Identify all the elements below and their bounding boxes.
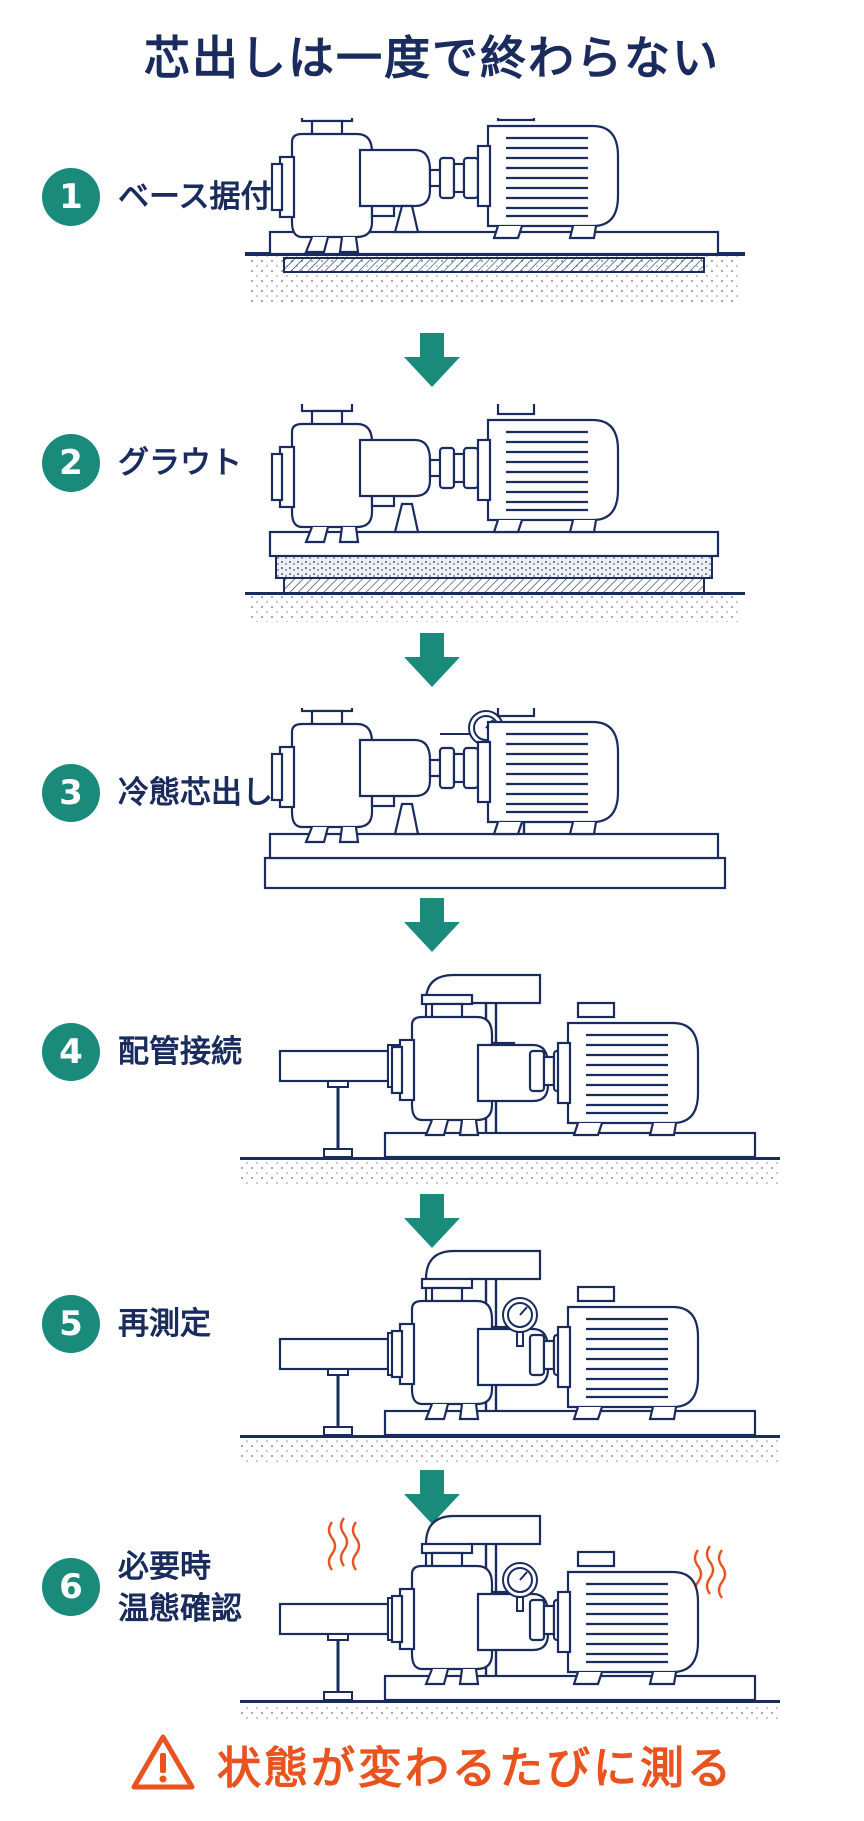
page-title: 芯出しは一度で終わらない [144,31,720,85]
step-number-badge: 3 [42,764,100,822]
step-number-badge: 5 [42,1295,100,1353]
step-number-badge: 4 [42,1023,100,1081]
pump-motor-illustration [240,973,780,1185]
down-arrow-icon [404,1194,460,1252]
step-number-badge: 2 [42,434,100,492]
step-label: ベース据付 [118,179,272,215]
step-number-badge: 1 [42,168,100,226]
step-label: 再測定 [118,1306,211,1342]
step-5: 5 再測定 [0,1243,864,1468]
pump-motor-illustration [240,1249,780,1463]
step-1: 1 ベース据付 [0,118,864,308]
step-2: 2 グラウト [0,404,864,624]
step-6: 6 必要時 温態確認 [0,1500,864,1725]
step-label: 冷態芯出し [118,775,273,811]
warning-icon [130,1733,196,1795]
down-arrow-icon [404,633,460,691]
down-arrow-icon [404,333,460,391]
pump-motor-illustration [263,708,727,890]
step-3: 3 冷態芯出し [0,708,864,898]
step-label-line1: 必要時 [118,1549,211,1585]
down-arrow-icon [404,1470,460,1528]
pump-motor-illustration [245,404,745,622]
pump-motor-illustration [240,1514,780,1722]
step-number-badge: 6 [42,1558,100,1616]
step-4: 4 配管接続 [0,965,864,1190]
step-label: グラウト [118,445,242,481]
heat-wave-icon [693,1545,727,1599]
footer-callout: 状態が変わるたびに測る [0,1732,864,1796]
step-label-line2: 温態確認 [118,1591,242,1627]
step-label: 配管接続 [118,1034,242,1070]
heat-wave-icon [327,1517,361,1571]
footer-text: 状態が変わるたびに測る [217,1743,735,1794]
down-arrow-icon [404,898,460,956]
pump-motor-illustration [245,118,745,302]
